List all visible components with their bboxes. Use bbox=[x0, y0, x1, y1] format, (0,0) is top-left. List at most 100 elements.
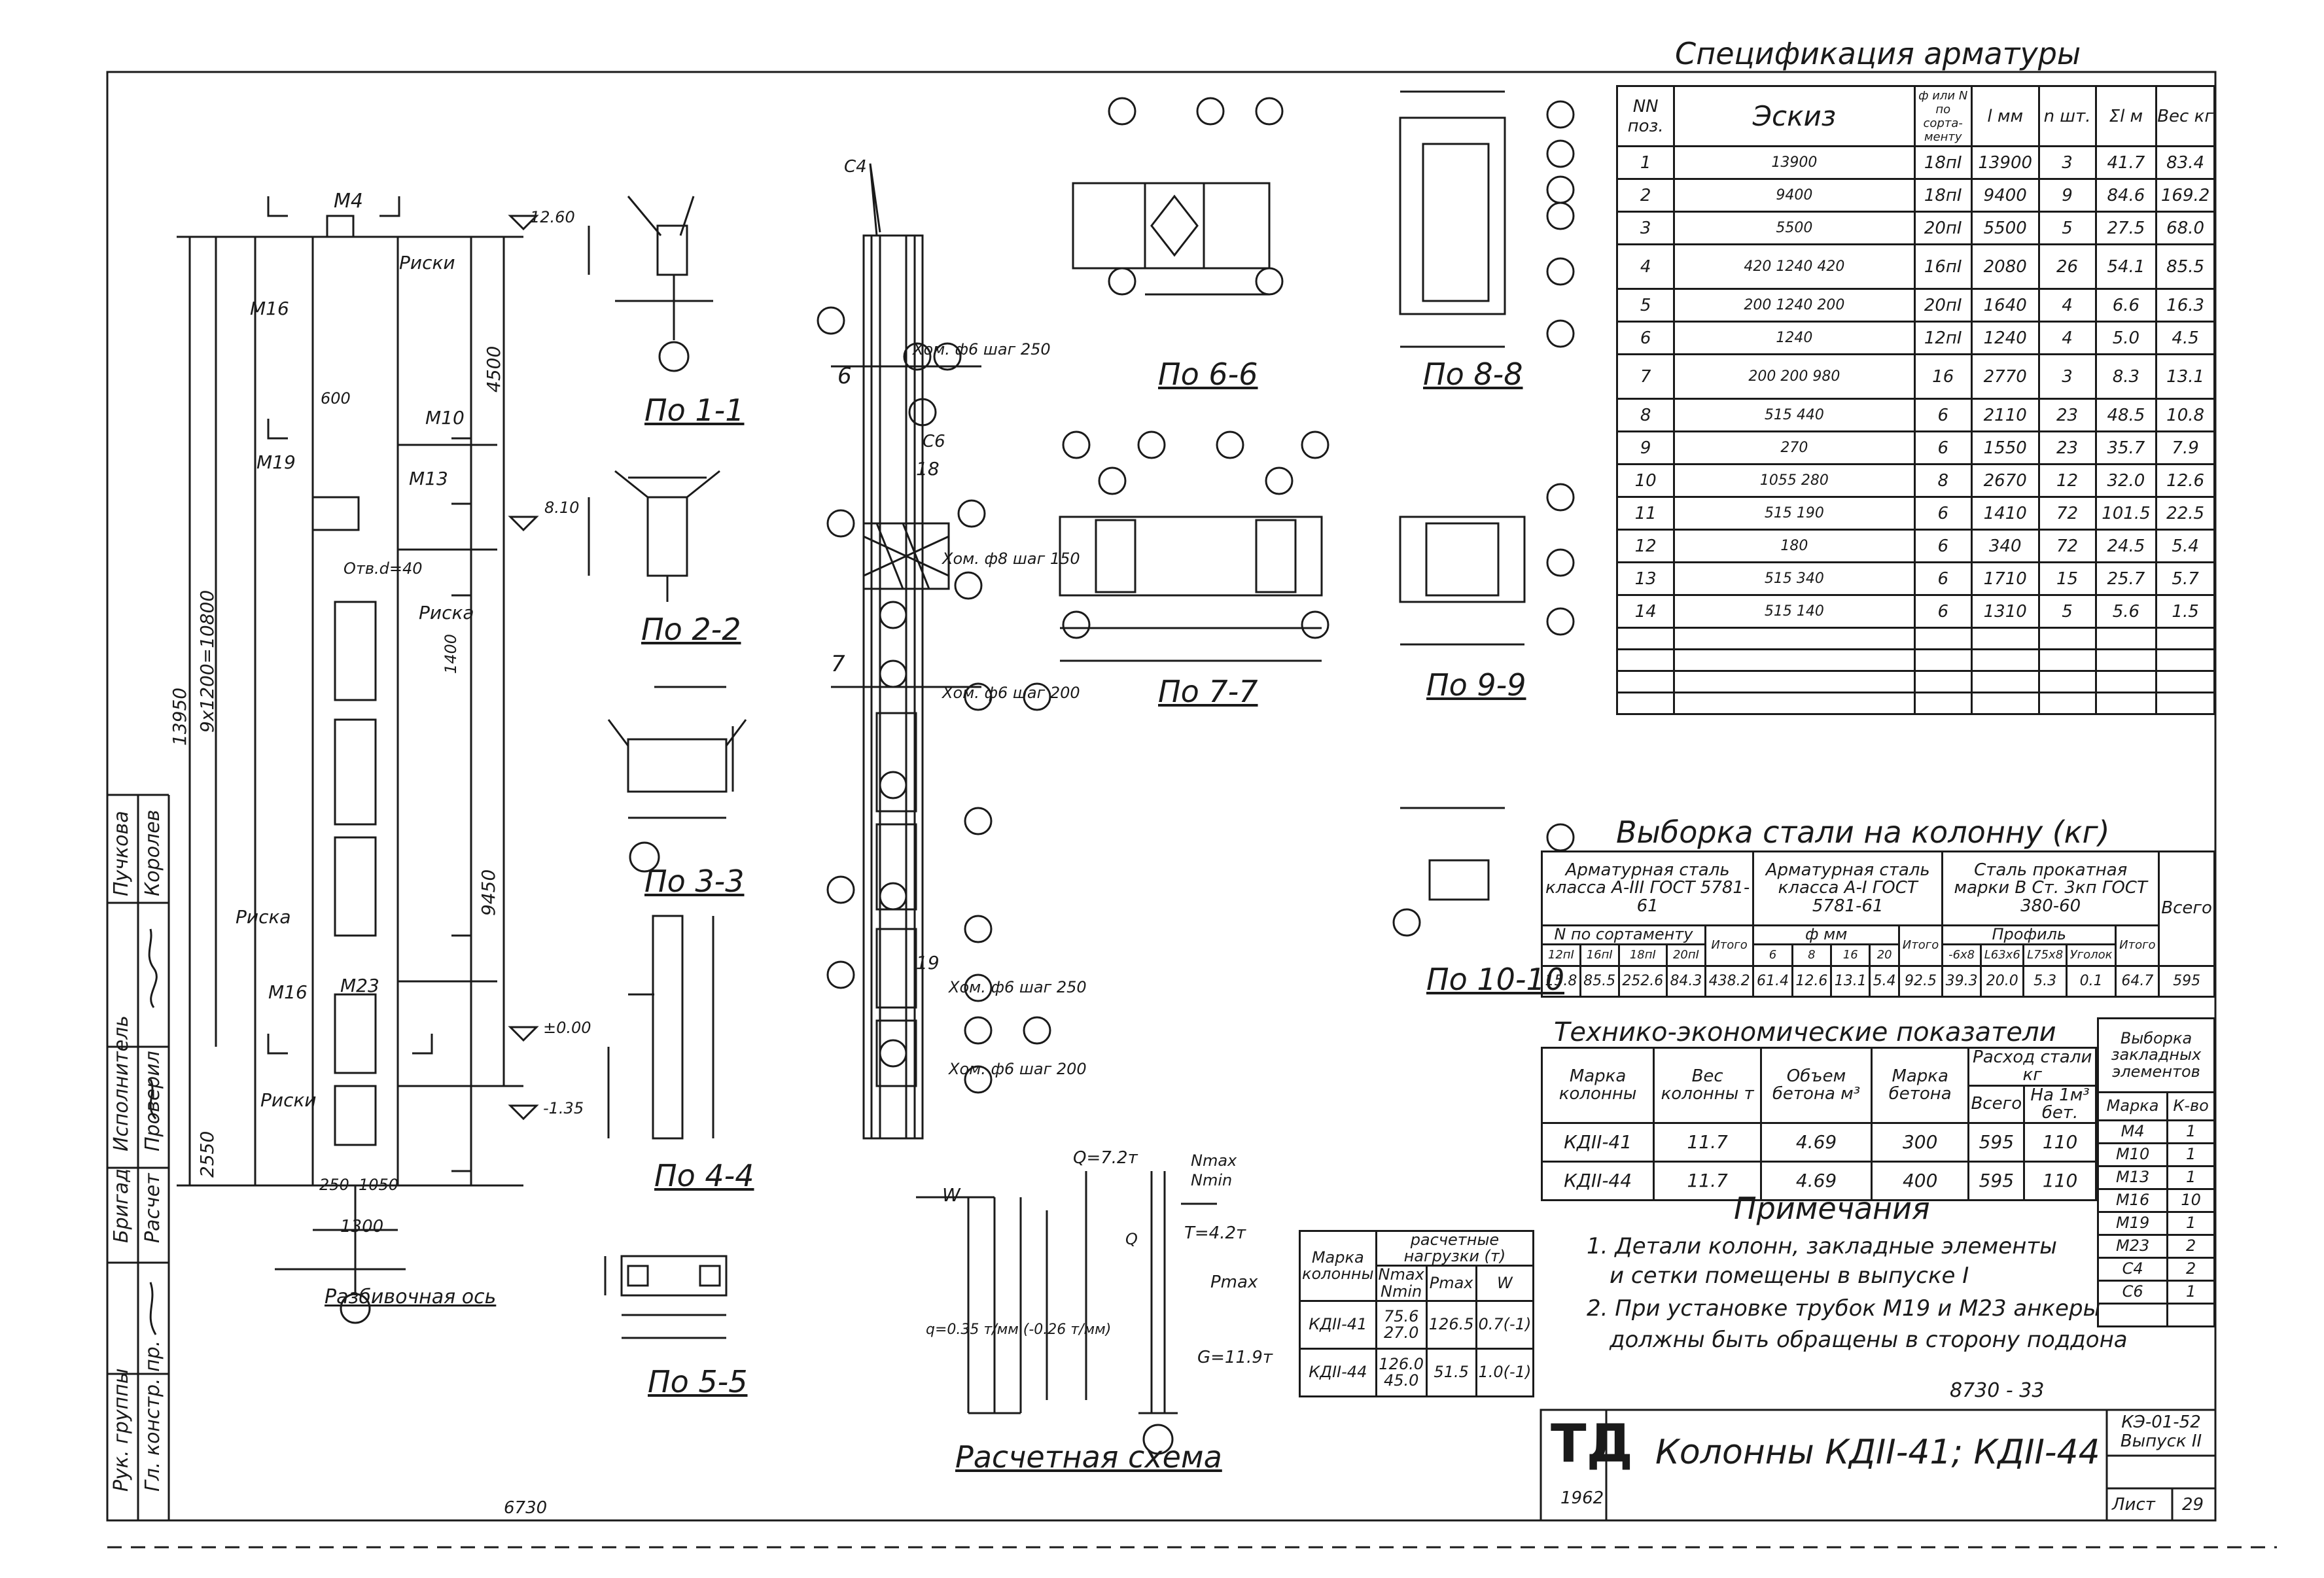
spec-h-nn: NN поз. bbox=[1615, 85, 1676, 147]
tep-h-per: На 1м³ бет. bbox=[2023, 1084, 2097, 1125]
title-main: Колонны КДII-41; КДII-44 bbox=[1655, 1433, 2100, 1472]
stamp-label: Исполнитель bbox=[110, 1015, 133, 1151]
label-m10: М10 bbox=[425, 407, 465, 429]
note-2: 2. При установке трубок М19 и М23 анкеры bbox=[1587, 1295, 2101, 1322]
label-m19: М19 bbox=[256, 451, 296, 473]
spec-n: 3 bbox=[2037, 145, 2097, 180]
spec-sl: 5.6 bbox=[2094, 594, 2158, 629]
label-riska-2: Риска bbox=[236, 906, 291, 928]
steel-value: 595 bbox=[2158, 965, 2215, 998]
spec-h-phi: ф или N по сорта-менту bbox=[1913, 85, 1973, 147]
steel-h-col: Итого bbox=[1897, 924, 1944, 967]
spec-sl: 6.6 bbox=[2094, 288, 2158, 323]
label-s7: 7 bbox=[831, 651, 845, 677]
spec-empty-cell bbox=[2155, 627, 2215, 650]
spec-sl: 8.3 bbox=[2094, 353, 2158, 400]
spec-pos: 13 bbox=[1615, 561, 1676, 596]
signature-3 bbox=[149, 1282, 157, 1335]
spec-n: 26 bbox=[2037, 243, 2097, 290]
spec-n: 4 bbox=[2037, 288, 2097, 323]
tep-per: 110 bbox=[2023, 1122, 2097, 1163]
spec-sketch: 270 bbox=[1673, 430, 1916, 465]
steel-value: 13.1 bbox=[1830, 965, 1871, 998]
steel-sub3: Профиль bbox=[1941, 924, 2117, 945]
tep-vol: 4.69 bbox=[1760, 1161, 1873, 1202]
spec-empty-cell bbox=[2155, 648, 2215, 672]
steel-value: 15.8 bbox=[1541, 965, 1581, 998]
steel-h-col: Уголок bbox=[2065, 943, 2117, 967]
emb-qty: 1 bbox=[2166, 1280, 2215, 1305]
spec-empty-cell bbox=[1673, 648, 1916, 672]
steel-title: Выборка стали на колонну (кг) bbox=[1616, 815, 2110, 850]
loads-p: 51.5 bbox=[1425, 1347, 1477, 1397]
view-title-4-4: По 4-4 bbox=[654, 1158, 754, 1193]
steel-value: 39.3 bbox=[1941, 965, 1982, 998]
spec-sketch: 420 1240 420 bbox=[1673, 243, 1916, 290]
spec-pos: 8 bbox=[1615, 398, 1676, 432]
bottom-number: 6730 bbox=[504, 1498, 548, 1518]
tep-weight: 11.7 bbox=[1653, 1161, 1763, 1202]
spec-empty-cell bbox=[1913, 648, 1973, 672]
spec-w: 169.2 bbox=[2155, 178, 2215, 213]
steel-value: 85.5 bbox=[1579, 965, 1620, 998]
tep-table: Марка колонны Вес колонны т Объем бетона… bbox=[1540, 1046, 2097, 1202]
steel-total: Всего bbox=[2158, 850, 2215, 967]
logo: ТД bbox=[1551, 1413, 1633, 1474]
spec-sl: 41.7 bbox=[2094, 145, 2158, 180]
spec-l: 1640 bbox=[1970, 288, 2040, 323]
spec-sketch: 200 1240 200 bbox=[1673, 288, 1916, 323]
emb-h1: Марка bbox=[2096, 1091, 2169, 1121]
spec-l: 1410 bbox=[1970, 496, 2040, 531]
steel-value: 84.3 bbox=[1666, 965, 1706, 998]
steel-h-col: 16 bbox=[1830, 943, 1871, 967]
steel-g3: Сталь прокатная марки В Ст. 3кп ГОСТ 380… bbox=[1941, 850, 2160, 926]
label-khom3: Хом. ф6 шаг 200 bbox=[942, 684, 1080, 702]
spec-n: 23 bbox=[2037, 398, 2097, 432]
steel-h-col: -6x8 bbox=[1941, 943, 1982, 967]
spec-sketch: 13900 bbox=[1673, 145, 1916, 180]
spec-empty-cell bbox=[1673, 692, 1916, 715]
emb-qty: 1 bbox=[2166, 1211, 2215, 1236]
loads-h2: расчетные нагрузки (т) bbox=[1375, 1229, 1535, 1267]
spec-pos: 6 bbox=[1615, 321, 1676, 355]
spec-sketch: 515 190 bbox=[1673, 496, 1916, 531]
spec-empty-cell bbox=[2037, 670, 2097, 693]
steel-sub2: ф мм bbox=[1752, 924, 1900, 945]
spec-pos: 2 bbox=[1615, 178, 1676, 213]
spec-w: 4.5 bbox=[2155, 321, 2215, 355]
spec-phi: 6 bbox=[1913, 561, 1973, 596]
spec-empty-cell bbox=[2037, 692, 2097, 715]
label-khom2: Хом. ф8 шаг 150 bbox=[942, 550, 1080, 568]
title-block-frame bbox=[1540, 1409, 2217, 1522]
steel-h-col: 8 bbox=[1791, 943, 1833, 967]
spec-w: 22.5 bbox=[2155, 496, 2215, 531]
spec-w: 13.1 bbox=[2155, 353, 2215, 400]
emb-qty: 2 bbox=[2166, 1234, 2215, 1259]
label-riska: Риска bbox=[419, 602, 474, 623]
loads-n: 126.0 45.0 bbox=[1375, 1347, 1428, 1397]
loads-mark: КДII-44 bbox=[1299, 1347, 1377, 1397]
label-c6: С6 bbox=[923, 432, 945, 451]
tep-conc: 400 bbox=[1870, 1161, 1970, 1202]
emb-qty: 1 bbox=[2166, 1142, 2215, 1167]
loads-p: 126.5 bbox=[1425, 1299, 1477, 1350]
title-sheet-no: 29 bbox=[2182, 1495, 2204, 1515]
spec-phi: 20пI bbox=[1913, 288, 1973, 323]
steel-value: 92.5 bbox=[1897, 965, 1944, 998]
spec-empty-cell bbox=[1913, 670, 1973, 693]
spec-l: 5500 bbox=[1970, 211, 2040, 245]
column-elevation bbox=[177, 196, 539, 1324]
label-m4: М4 bbox=[334, 190, 363, 213]
spec-w: 83.4 bbox=[2155, 145, 2215, 180]
title-sheet-label: Лист bbox=[2112, 1495, 2155, 1515]
loads-mark: КДII-41 bbox=[1299, 1299, 1377, 1350]
spec-sl: 32.0 bbox=[2094, 463, 2158, 498]
spec-phi: 6 bbox=[1913, 398, 1973, 432]
section-10-10 bbox=[1392, 807, 1575, 937]
